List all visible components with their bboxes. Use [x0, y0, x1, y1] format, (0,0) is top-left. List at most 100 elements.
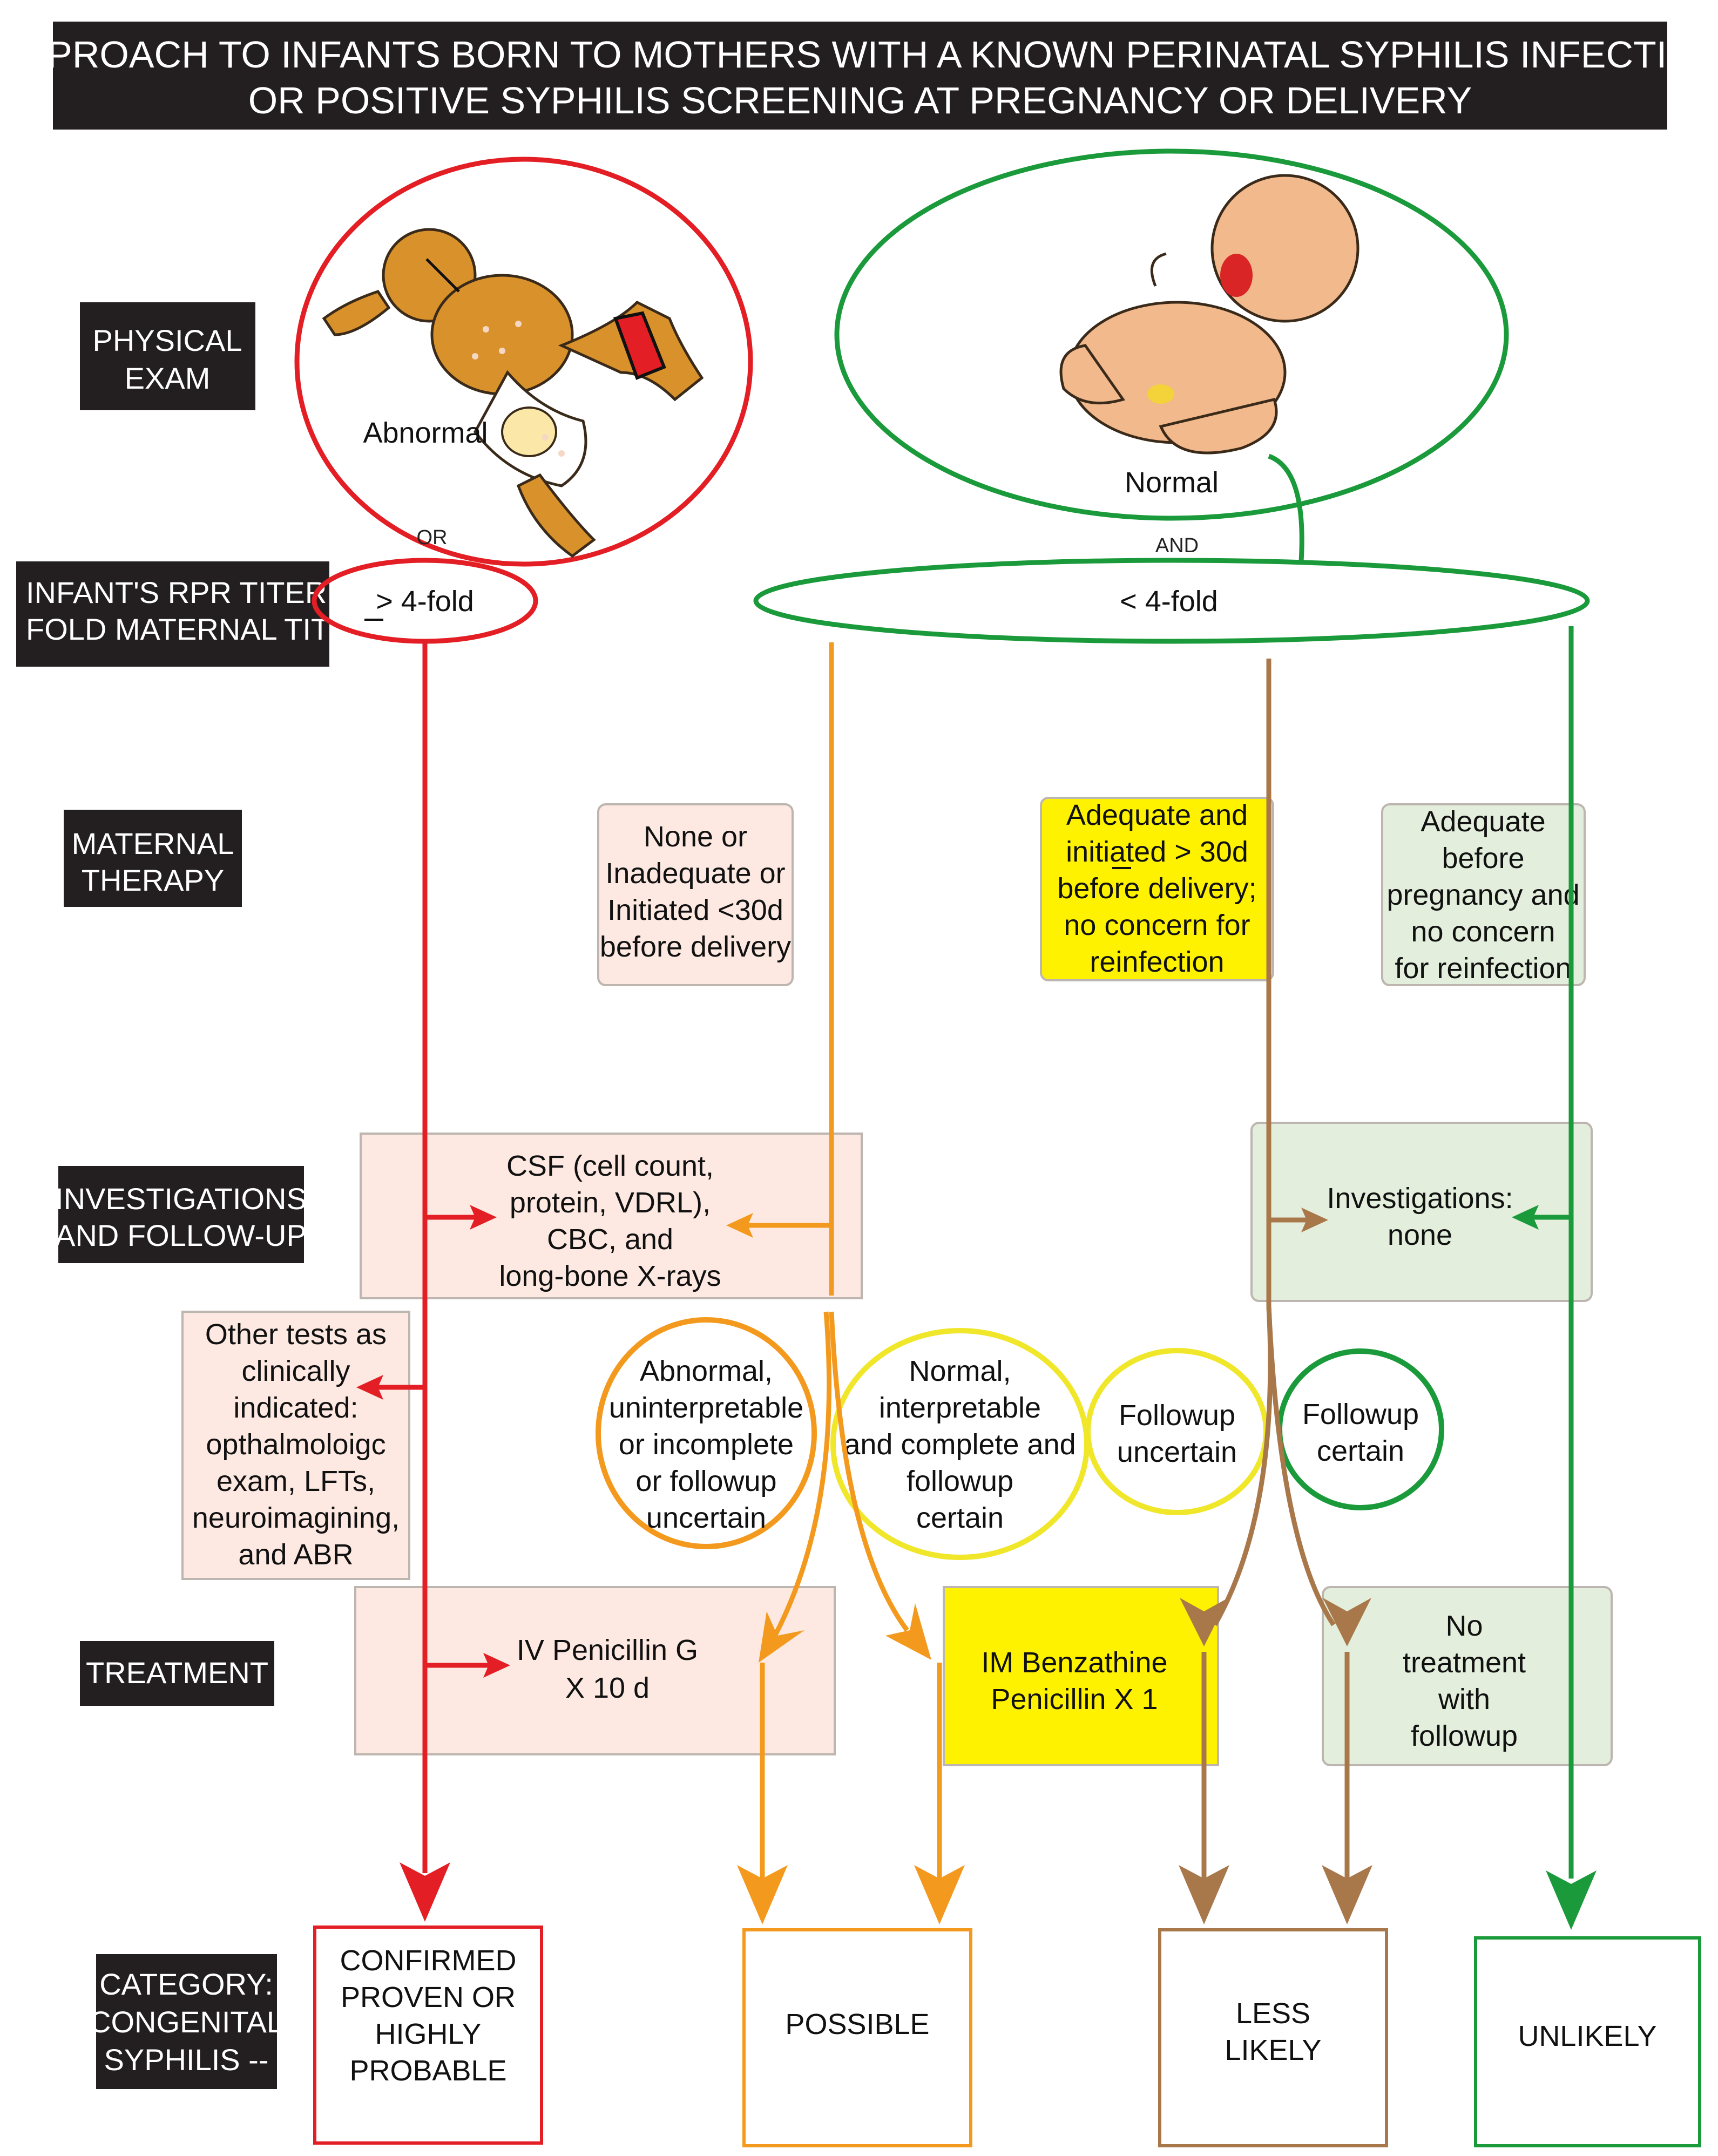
orange-arrowhead-iv [759, 1611, 804, 1663]
result-abnormal-line-2: uninterpretable [609, 1392, 803, 1424]
row-label-investigations: INVESTIGATIONS AND FOLLOW-UP [55, 1166, 307, 1263]
red-arrowhead-category [400, 1862, 450, 1922]
row-label-category-line-1: CATEGORY: [99, 1967, 273, 2001]
maternal-adequate-30d-line-3: before delivery; [1057, 872, 1256, 905]
category-confirmed-line-4: PROBABLE [349, 2055, 506, 2087]
category-possible-box: POSSIBLE [742, 1928, 972, 2147]
maternal-inadequate-line-4: before delivery [600, 931, 791, 963]
maternal-adequate-30d-line-5: reinfection [1090, 946, 1224, 978]
rpr-low-label: < 4-fold [1120, 585, 1218, 618]
row-label-maternal-therapy: MATERNAL THERAPY [64, 810, 242, 907]
result-followup-uncertain-line-2: uncertain [1117, 1436, 1237, 1468]
orange-arrowhead-im [885, 1603, 931, 1660]
and-connector: AND [1155, 534, 1199, 557]
normal-infant-illustration [1059, 174, 1359, 455]
rpr-low-node: < 4-fold [753, 558, 1590, 644]
normal-label: Normal [1125, 466, 1219, 499]
treatment-none-line-3: with [1438, 1683, 1490, 1716]
other-tests-line-7: and ABR [238, 1538, 353, 1571]
rpr-high-label: > 4-fold [376, 585, 474, 618]
maternal-adequate-before-line-2: before [1442, 842, 1524, 874]
maternal-adequate-before-line-5: for reinfection [1395, 952, 1571, 985]
maternal-adequate-before-line-3: pregnancy and [1386, 879, 1579, 911]
treatment-iv-line-2: X 10 d [565, 1672, 650, 1704]
result-normal-circle: Normal, interpretable and complete and f… [830, 1328, 1090, 1560]
investigations-none-line-2: none [1388, 1219, 1452, 1251]
investigations-none-box: Investigations: none [1250, 1122, 1593, 1302]
other-tests-line-3: indicated: [233, 1392, 358, 1424]
category-possible-line-1: POSSIBLE [785, 2008, 929, 2040]
category-less-likely-box: LESS LIKELY [1158, 1928, 1388, 2147]
other-tests-line-2: clinically [241, 1355, 350, 1387]
brown-arrowhead-less-likely-1 [1179, 1865, 1229, 1924]
rpr-high-node: > 4-fold [312, 558, 538, 644]
red-arrowheads [356, 1205, 510, 1922]
red-arrowhead-csf [470, 1205, 497, 1230]
result-normal-line-1: Normal, [909, 1355, 1011, 1387]
red-arrowhead-iv [483, 1653, 510, 1678]
row-label-investigations-line-2: AND FOLLOW-UP [55, 1218, 307, 1252]
green-arrowheads [1512, 1205, 1597, 1930]
result-abnormal-line-3: or incomplete [619, 1428, 794, 1461]
orange-arrowhead-possible-1 [737, 1865, 788, 1924]
category-confirmed-line-2: PROVEN OR [341, 1981, 516, 2013]
row-label-category-line-2: CONGENITAL [89, 2005, 283, 2039]
row-label-treatment-line-1: TREATMENT [86, 1656, 268, 1690]
result-normal-line-2: interpretable [879, 1392, 1041, 1424]
maternal-inadequate-line-1: None or [644, 821, 747, 853]
investigations-none-line-1: Investigations: [1327, 1182, 1513, 1215]
treatment-iv-box: IV Penicillin G X 10 d [354, 1586, 836, 1755]
title-line-2: OR POSITIVE SYPHILIS SCREENING AT PREGNA… [248, 79, 1472, 121]
abnormal-exam-node: Abnormal [294, 157, 753, 567]
other-tests-line-6: neuroimagining, [192, 1502, 400, 1534]
row-label-maternal-line-2: THERAPY [82, 863, 225, 897]
row-label-rpr-line-2: FOLD MATERNAL TITER [26, 612, 371, 646]
result-normal-line-4: followup [907, 1465, 1013, 1497]
result-followup-certain-line-2: certain [1317, 1435, 1404, 1467]
investigations-csf-line-3: CBC, and [547, 1223, 673, 1256]
title-banner: APPROACH TO INFANTS BORN TO MOTHERS WITH… [0, 22, 1718, 130]
maternal-inadequate-box: None or Inadequate or Initiated <30d bef… [597, 803, 794, 986]
result-followup-uncertain-line-1: Followup [1119, 1399, 1235, 1432]
brown-arrowhead-less-likely-2 [1322, 1865, 1372, 1924]
brown-arrowheads [1179, 1208, 1372, 1924]
investigations-csf-line-1: CSF (cell count, [506, 1150, 714, 1182]
other-tests-line-1: Other tests as [205, 1318, 387, 1351]
green-flow-path [1533, 626, 1574, 1879]
brown-arrowhead-none [1323, 1598, 1371, 1646]
investigations-csf-line-4: long-bone X-rays [499, 1260, 721, 1292]
treatment-im-line-1: IM Benzathine [981, 1646, 1167, 1679]
investigations-csf-line-2: protein, VDRL), [510, 1187, 711, 1219]
green-arrowhead-unlikely [1546, 1870, 1597, 1930]
brown-flow-path [1201, 659, 1350, 1879]
maternal-adequate-before-line-4: no concern [1411, 916, 1555, 948]
orange-flow-path [745, 642, 942, 1879]
maternal-inadequate-line-2: Inadequate or [605, 857, 785, 890]
treatment-none-line-2: treatment [1403, 1646, 1526, 1679]
category-less-likely-line-2: LIKELY [1225, 2034, 1321, 2066]
maternal-adequate-before-line-1: Adequate [1421, 805, 1545, 838]
maternal-adequate-before-box: Adequate before pregnancy and no concern… [1381, 803, 1586, 986]
brown-arrowhead-im [1180, 1598, 1228, 1646]
category-confirmed-line-3: HIGHLY [375, 2018, 481, 2050]
row-label-treatment: TREATMENT [80, 1641, 274, 1706]
maternal-inadequate-line-3: Initiated <30d [607, 894, 783, 926]
category-unlikely-line-1: UNLIKELY [1518, 2020, 1656, 2052]
result-abnormal-circle: Abnormal, uninterpretable or incomplete … [596, 1317, 817, 1549]
treatment-none-line-4: followup [1411, 1720, 1518, 1752]
green-arrowhead-investigations [1512, 1205, 1539, 1230]
other-tests-box: Other tests as clinically indicated: opt… [181, 1311, 410, 1580]
title-line-1: APPROACH TO INFANTS BORN TO MOTHERS WITH… [0, 33, 1718, 76]
treatment-none-line-1: No [1445, 1610, 1483, 1642]
treatment-im-box: IM Benzathine Penicillin X 1 [943, 1586, 1219, 1766]
row-label-rpr-titer: INFANT'S RPR TITER FOLD MATERNAL TITER [16, 561, 371, 667]
maternal-adequate-30d-line-4: no concern for [1064, 909, 1250, 941]
row-label-physical-exam: PHYSICAL EXAM [80, 302, 255, 410]
maternal-adequate-30d-line-2: initiated > 30d [1066, 836, 1248, 868]
row-label-category: CATEGORY: CONGENITAL SYPHILIS -- [89, 1954, 283, 2089]
maternal-adequate-30d-box: Adequate and initiated > 30d before deli… [1040, 797, 1274, 981]
orange-arrowheads [726, 1213, 965, 1924]
category-unlikely-box: UNLIKELY [1474, 1936, 1701, 2147]
category-less-likely-line-1: LESS [1236, 1997, 1310, 2030]
category-confirmed-box: CONFIRMED PROVEN OR HIGHLY PROBABLE [313, 1926, 543, 2145]
